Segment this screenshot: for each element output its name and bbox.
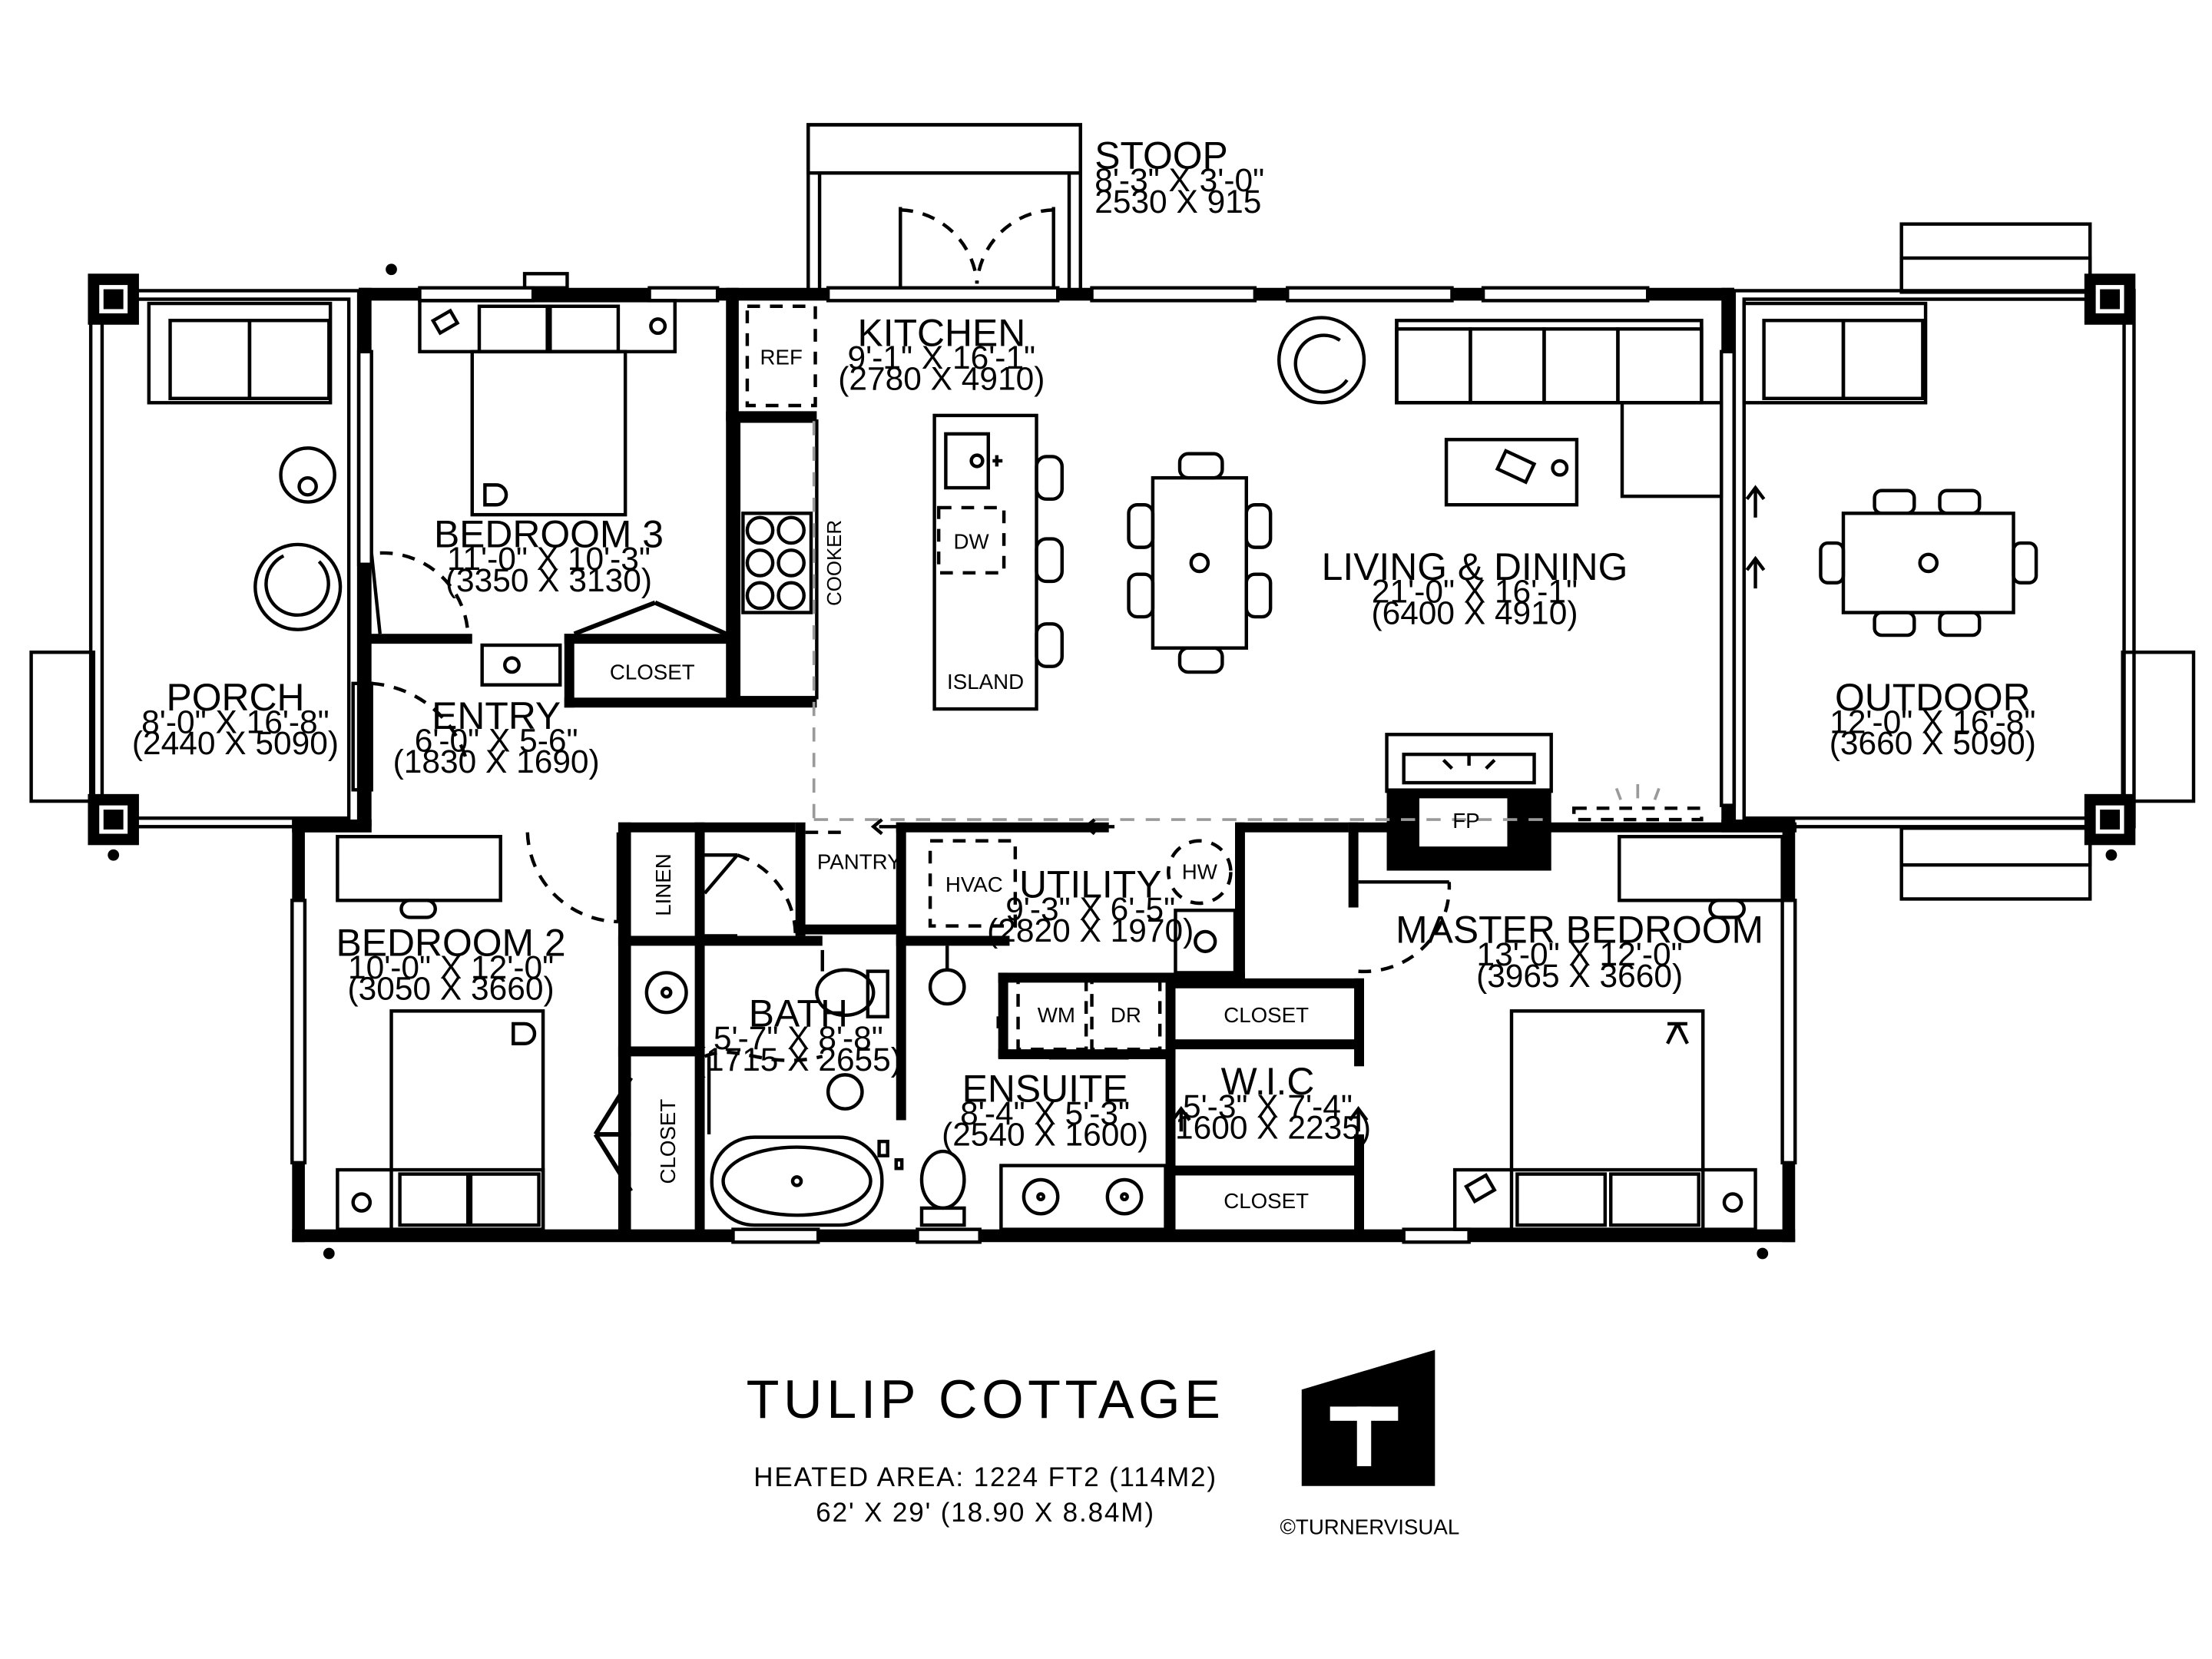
outdoor [1732, 222, 2196, 901]
bedroom2-dims: 10'-0" X 12'-0" [348, 949, 554, 985]
master-metric: (3965 X 3660) [1476, 958, 1683, 994]
porch-dims: 8'-0" X 16'-8" [141, 704, 329, 740]
bath-metric: (1715 X 2655) [695, 1041, 902, 1078]
outdoor-metric: (3660 X 5090) [1830, 725, 2036, 761]
bedroom3-dims: 11'-0" X 10'-3" [447, 541, 651, 577]
bedroom2-furniture [336, 835, 634, 1231]
turnervisual-logo [1301, 1349, 1435, 1486]
entry-doors [351, 681, 621, 924]
kitchen-metric: (2780 X 4910) [838, 361, 1045, 397]
copyright: ©TURNERVISUAL [1280, 1515, 1460, 1539]
bedroom3-metric: (3350 X 3130) [445, 562, 652, 598]
bedroom2-metric: (3050 X 3660) [348, 971, 555, 1007]
stoop-name: STOOP [1094, 134, 1228, 177]
ref-label: REF [760, 345, 803, 369]
utility-dims: 9'-3" X 6'-5" [1005, 891, 1175, 927]
master-furniture [1358, 835, 1784, 1231]
windows [290, 272, 1797, 1244]
utility-fixtures [805, 818, 1237, 1060]
hw-label: HW [1182, 860, 1218, 884]
porch [29, 273, 361, 861]
living-name: LIVING & DINING [1322, 545, 1628, 588]
corner-markers [323, 263, 1769, 1260]
ensuite-fixtures [894, 945, 1369, 1231]
dw-label: DW [954, 529, 990, 553]
outdoor-name: OUTDOOR [1835, 676, 2031, 719]
kitchen-fixtures [737, 304, 1550, 823]
bedroom3-name: BEDROOM 3 [434, 513, 664, 556]
bedroom2-name: BEDROOM 2 [336, 921, 566, 964]
dr-label: DR [1111, 1003, 1141, 1027]
bedroom3-furniture [369, 299, 677, 687]
stoop [806, 123, 1082, 297]
utility-metric: (2820 X 1970) [987, 912, 1194, 949]
ensuite-metric: (2540 X 1600) [942, 1117, 1148, 1153]
outdoor-dims: 12'-0" X 16'-8" [1830, 704, 2035, 740]
heated-area: HEATED AREA: 1224 FT2 (114M2) [753, 1462, 1217, 1492]
closet-wic-top-label: CLOSET [1224, 1003, 1309, 1027]
ensuite-name: ENSUITE [962, 1067, 1128, 1110]
porch-metric: (2440 X 5090) [132, 725, 339, 761]
living-metric: (6400 X 4910) [1371, 594, 1578, 631]
island-label: ISLAND [947, 670, 1024, 694]
wic-name: W.I.C [1221, 1060, 1315, 1103]
living-furniture [1127, 316, 1724, 822]
master-dims: 13'-0" X 12'-0" [1477, 936, 1683, 972]
kitchen-name: KITCHEN [857, 311, 1025, 354]
plan-title: TULIP COTTAGE [747, 1369, 1225, 1429]
title-block: TULIP COTTAGE HEATED AREA: 1224 FT2 (114… [747, 1349, 1460, 1539]
linen-label: LINEN [651, 853, 675, 916]
kitchen-dims: 9'-1" X 16'-1" [848, 339, 1036, 376]
bath-name: BATH [749, 992, 848, 1035]
pantry-label: PANTRY [817, 850, 902, 874]
master-name: MASTER BEDROOM [1396, 909, 1763, 952]
living-dims: 21'-0" X 16'-1" [1372, 574, 1578, 610]
wic-metric: (1600 X 2235) [1164, 1109, 1371, 1145]
stoop-metric: 2530 X 915 [1094, 184, 1261, 220]
ensuite-dims: 8'-4" X 5'-3" [960, 1095, 1130, 1131]
entry-metric: (1830 X 1690) [393, 743, 600, 780]
wic-dims: 5'-3" X 7'-4" [1183, 1088, 1353, 1124]
closet-wic-bottom-label: CLOSET [1224, 1189, 1309, 1213]
closet-bedroom2-label: CLOSET [656, 1099, 680, 1184]
fixture-labels: REF COOKER DW ISLAND CLOSET FP PANTRY HV… [610, 345, 1480, 1212]
overall-dimensions: 62' X 29' (18.90 X 8.84M) [816, 1498, 1155, 1528]
entry-dims: 6'-0" X 5-6" [415, 722, 578, 758]
room-labels: STOOP 8'-3" X 3'-0" 2530 X 915 KITCHEN 9… [132, 134, 2036, 1153]
porch-name: PORCH [166, 676, 304, 719]
closet-bedroom3-label: CLOSET [610, 660, 695, 684]
wm-label: WM [1038, 1003, 1075, 1027]
utility-name: UTILITY [1019, 863, 1162, 906]
entry-name: ENTRY [432, 694, 561, 737]
stoop-dims: 8'-3" X 3'-0" [1094, 162, 1264, 198]
bath-fixtures [644, 853, 889, 1227]
cooker-label: COOKER [824, 520, 846, 606]
bath-dims: 5'-7" X 8'-8" [714, 1020, 883, 1056]
hvac-label: HVAC [945, 873, 1003, 896]
fp-label: FP [1452, 809, 1479, 833]
